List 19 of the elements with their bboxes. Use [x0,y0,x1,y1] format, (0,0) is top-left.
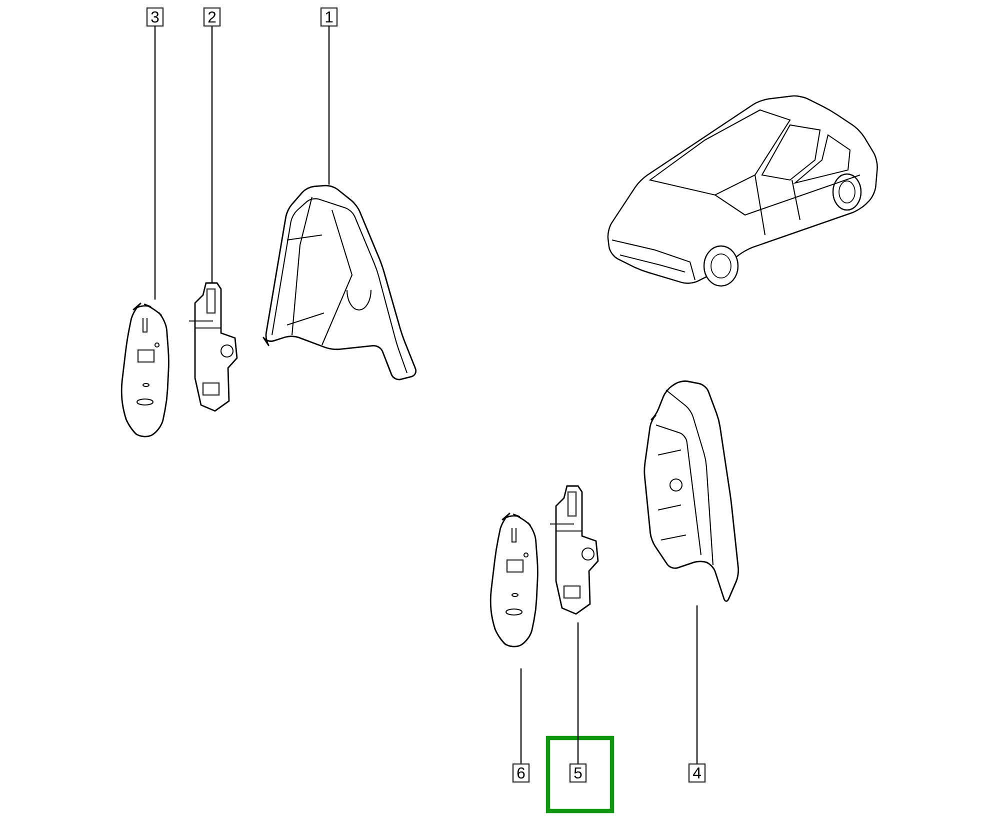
bulb-holder-drawing [189,282,238,412]
callout-number: 6 [512,763,530,783]
leader-line [696,605,698,764]
leader-line [520,668,522,764]
callout-number: 2 [203,7,221,27]
lens-plate-drawing [490,512,538,648]
lens-plate-drawing [120,302,170,438]
tail-lamp-drawing [644,380,740,602]
leader-line [328,26,330,185]
callout-number: 4 [688,763,706,783]
leader-line [154,26,156,300]
callout-number: 3 [146,7,164,27]
bulb-holder-drawing [550,485,599,615]
leader-line [211,26,213,283]
tail-lamp-drawing [262,184,417,380]
callout-number: 1 [320,7,338,27]
leader-line [577,622,579,764]
highlight-frame [546,736,614,814]
callout-number: 5 [569,763,587,783]
